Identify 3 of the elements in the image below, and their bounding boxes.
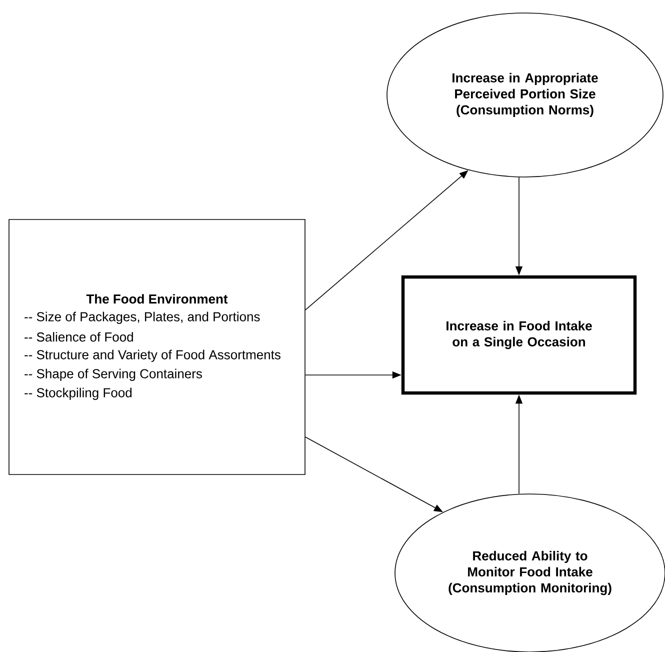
- ellipse-node: Increase in Appropriate Perceived Portion Size (Consumption Norms): [386, 12, 664, 178]
- outcome-box: Increase in Food Intake on a Single Occasion: [401, 275, 637, 395]
- list-box: The Food Environment -- Size of Packages, Plates, and Portions -- Salience of Food -- Structure and Variety of Food Assortments -- Shape of Serving Containers -- Stockpiling Food: [8, 219, 306, 475]
